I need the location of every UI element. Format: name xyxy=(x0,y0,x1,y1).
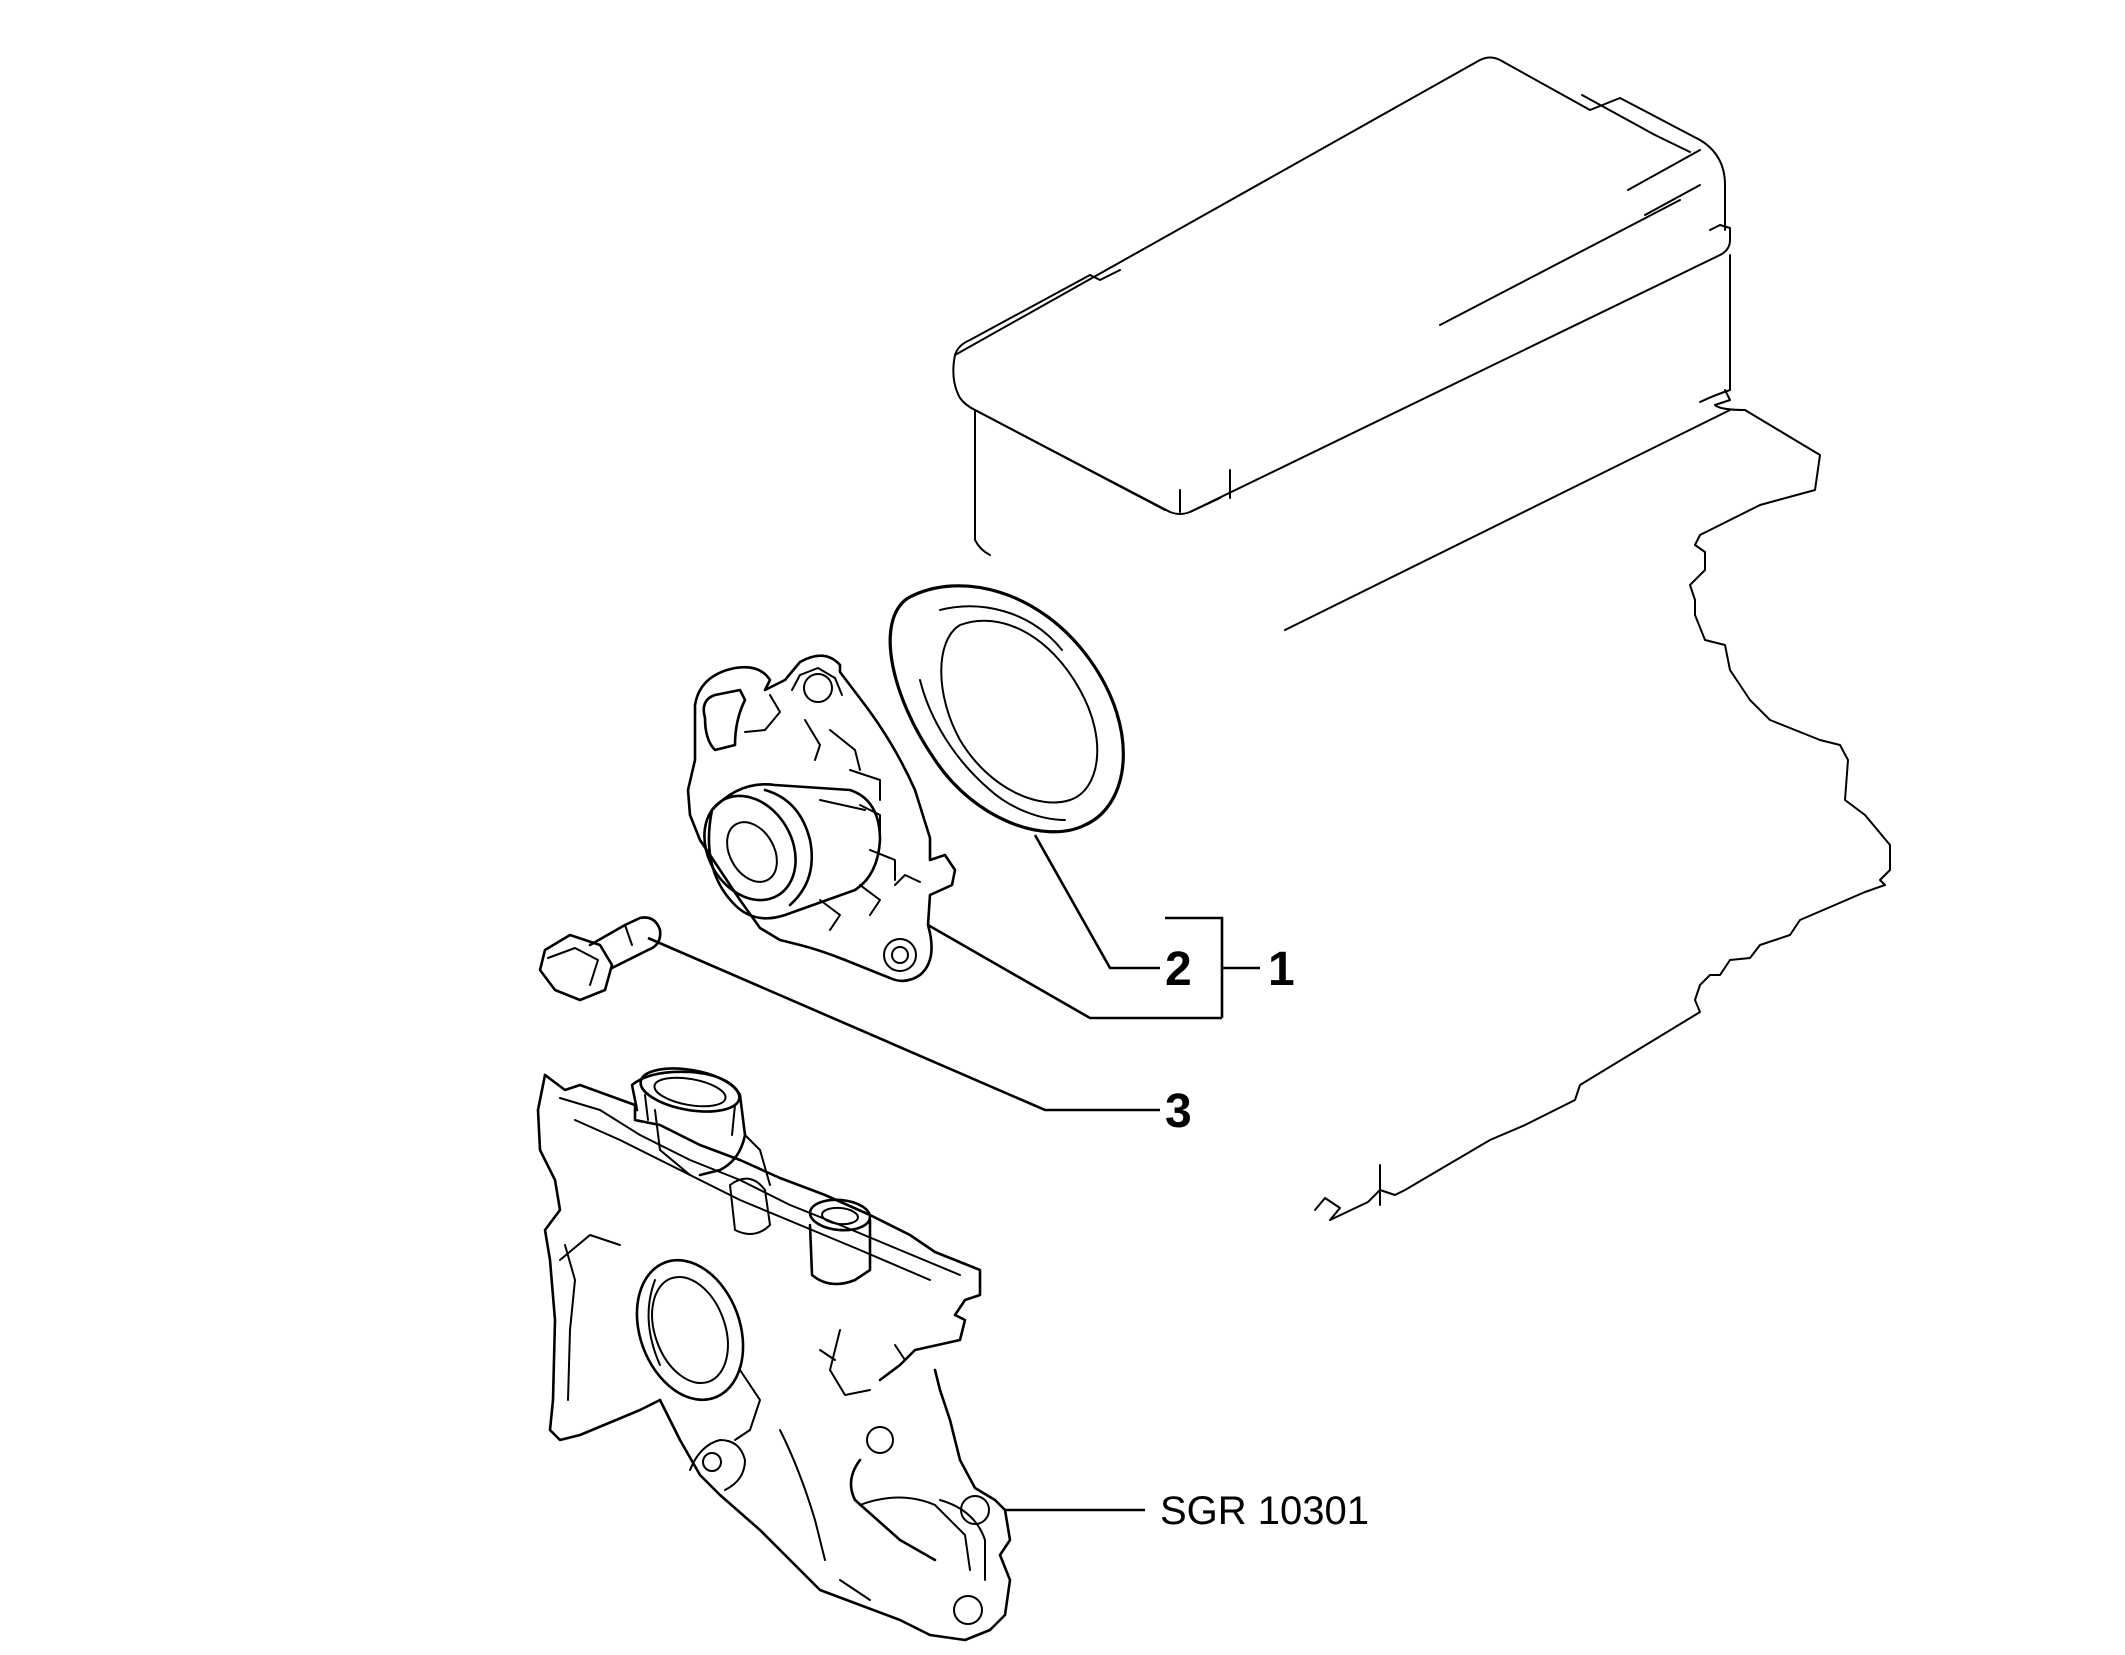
bolt xyxy=(538,916,662,1002)
oil-pump-cover xyxy=(536,1067,1012,1642)
leader-lines xyxy=(647,834,1260,1512)
callout-labels: 1 2 3 SGR 10301 xyxy=(1160,943,1369,1533)
seal-ring xyxy=(888,584,1125,834)
pump-housing xyxy=(686,654,957,983)
engine-block-outline xyxy=(952,56,1891,1221)
callout-3: 3 xyxy=(1165,1085,1192,1138)
callout-1: 1 xyxy=(1268,943,1295,996)
reference-code: SGR 10301 xyxy=(1160,1489,1369,1533)
callout-2: 2 xyxy=(1165,943,1192,996)
